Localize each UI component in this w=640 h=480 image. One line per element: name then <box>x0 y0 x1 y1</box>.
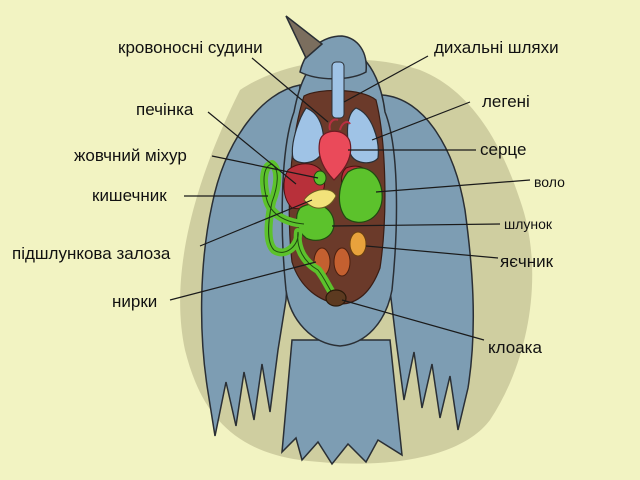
label-cloaca: клоака <box>488 338 542 358</box>
label-kidneys: нирки <box>112 292 157 312</box>
label-ovary: яєчник <box>500 252 553 272</box>
trachea <box>332 62 344 118</box>
label-airways: дихальні шляхи <box>434 38 559 58</box>
kidney-right <box>334 248 350 276</box>
crop <box>339 168 382 222</box>
label-lungs: легені <box>482 92 530 112</box>
label-liver: печінка <box>136 100 193 120</box>
ovary <box>350 232 366 256</box>
label-pancreas: підшлункова залоза <box>12 244 170 264</box>
label-gallbladder: жовчний міхур <box>74 146 187 166</box>
label-heart: серце <box>480 140 526 160</box>
cloaca <box>326 290 346 306</box>
label-blood-vessels: кровоносні судини <box>118 38 263 58</box>
label-crop: воло <box>534 172 565 192</box>
label-intestine: кишечник <box>92 186 167 206</box>
label-stomach: шлунок <box>504 214 552 234</box>
